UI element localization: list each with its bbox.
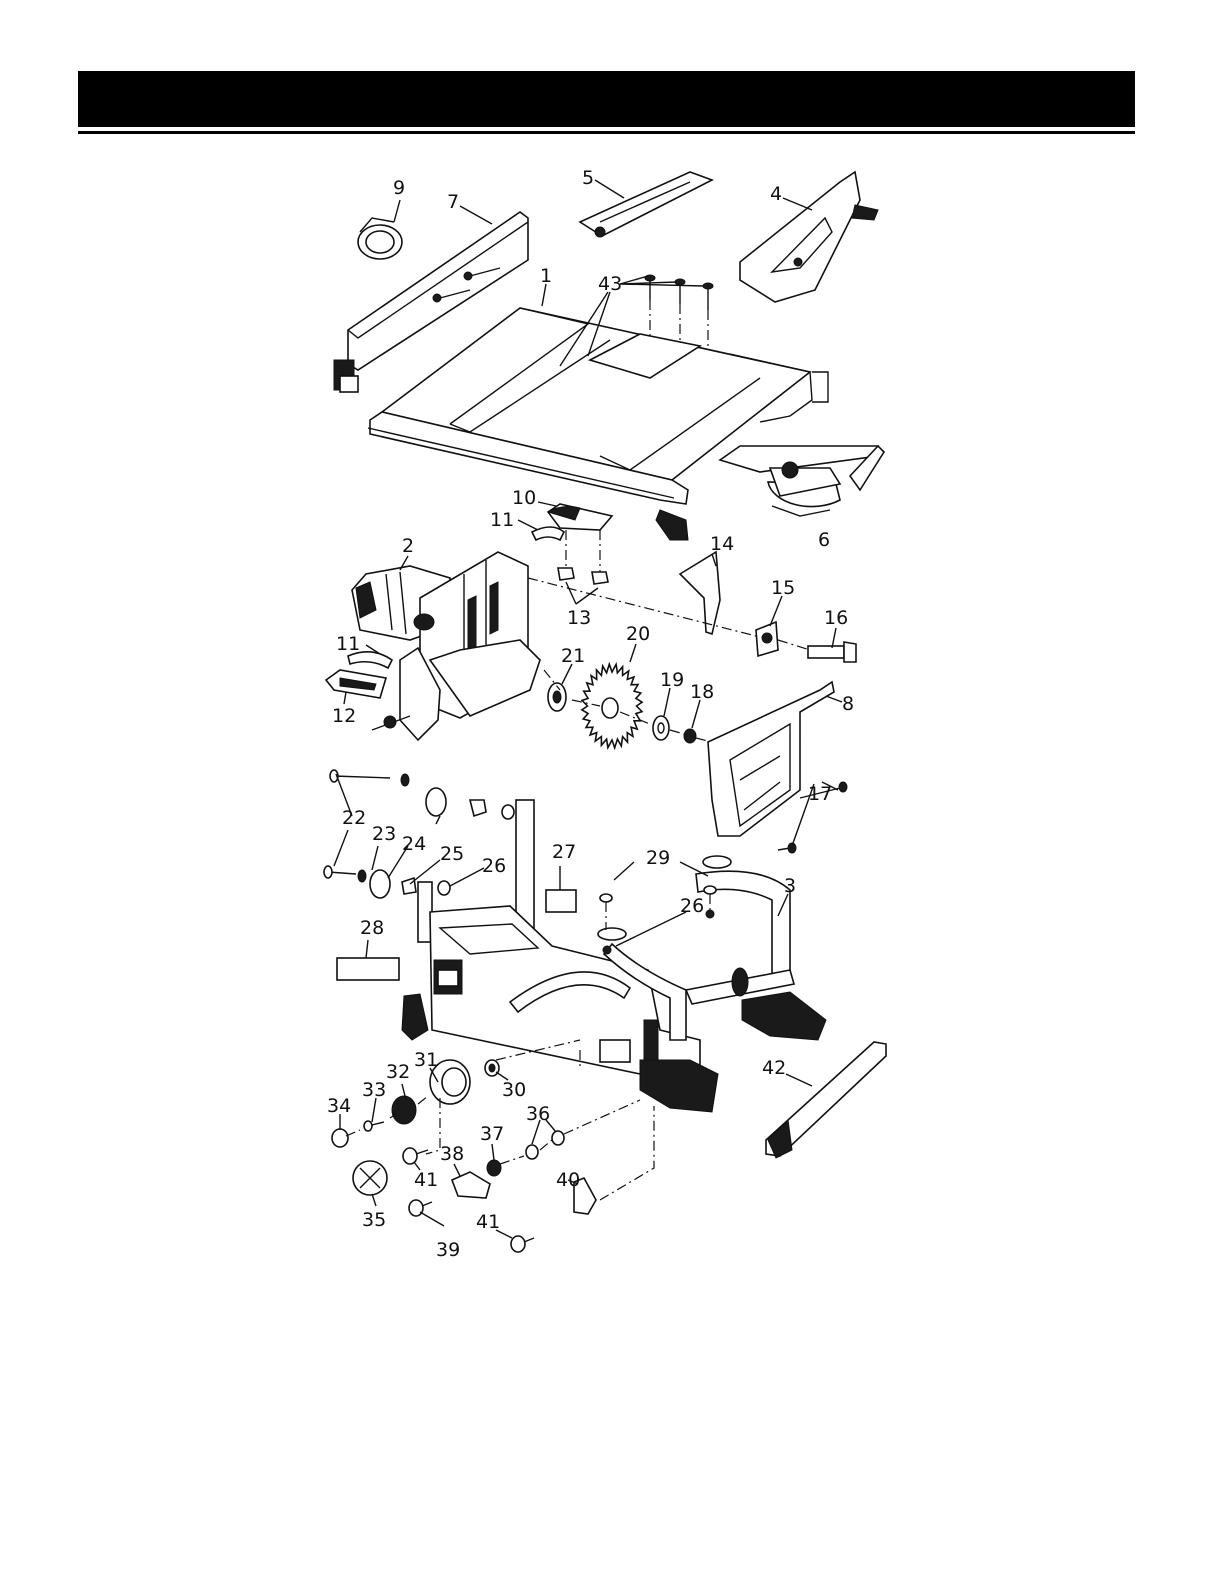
label-part-33: 33	[362, 1079, 386, 1101]
part-19-washer	[653, 716, 669, 740]
label-part-22: 22	[342, 807, 366, 829]
part-6-miter-gauge	[720, 446, 884, 516]
label-part-25: 25	[440, 843, 464, 865]
part-39-screw	[409, 1200, 432, 1216]
label-part-6: 6	[818, 529, 830, 551]
label-part-41-lower: 41	[476, 1211, 500, 1233]
part-15-clamp-plate	[756, 622, 778, 656]
label-part-34: 34	[327, 1095, 351, 1117]
part-34-cap	[332, 1129, 348, 1147]
part-5-throat-plate	[580, 172, 712, 237]
part-28-label	[337, 958, 399, 980]
label-part-10: 10	[512, 487, 536, 509]
part-38-lever	[452, 1172, 490, 1198]
part-35-dial	[353, 1161, 387, 1195]
label-part-8: 8	[842, 693, 854, 715]
label-part-12: 12	[332, 705, 356, 727]
label-part-19: 19	[660, 669, 684, 691]
label-part-28: 28	[360, 917, 384, 939]
label-part-23: 23	[372, 823, 396, 845]
label-part-17: 17	[808, 783, 832, 805]
label-part-37: 37	[480, 1123, 504, 1145]
part-12-housing-cap	[326, 670, 386, 698]
label-part-29: 29	[646, 847, 670, 869]
label-part-32: 32	[386, 1061, 410, 1083]
part-1-table-top	[368, 308, 828, 540]
part-8-blade-cover	[708, 682, 834, 836]
label-part-42: 42	[762, 1057, 786, 1079]
label-part-5: 5	[582, 167, 594, 189]
label-part-7: 7	[447, 191, 459, 213]
part-20-saw-blade	[582, 664, 642, 748]
part-9-dust-port	[358, 218, 402, 259]
label-part-24: 24	[402, 833, 426, 855]
label-part-41-upper: 41	[414, 1169, 438, 1191]
label-part-11-lower: 11	[336, 633, 360, 655]
part-10-bracket	[548, 504, 612, 530]
part-33-screw	[364, 1121, 384, 1131]
label-part-11-upper: 11	[490, 509, 514, 531]
label-part-35: 35	[362, 1209, 386, 1231]
part-37-nut	[487, 1160, 501, 1176]
part-36-washers	[526, 1131, 564, 1159]
label-part-30: 30	[502, 1079, 526, 1101]
label-part-18: 18	[690, 681, 714, 703]
label-part-16: 16	[824, 607, 848, 629]
label-part-43: 43	[598, 273, 622, 295]
part-32-knob	[392, 1096, 416, 1124]
label-part-9: 9	[393, 177, 405, 199]
label-part-13: 13	[567, 607, 591, 629]
label-part-1: 1	[540, 265, 552, 287]
label-part-36: 36	[526, 1103, 550, 1125]
label-part-20: 20	[626, 623, 650, 645]
part-2-motor-assembly	[352, 552, 540, 740]
label-part-21: 21	[561, 645, 585, 667]
label-part-31: 31	[414, 1049, 438, 1071]
label-part-26-right: 26	[680, 895, 704, 917]
label-part-15: 15	[771, 577, 795, 599]
part-41-screws	[403, 1148, 534, 1252]
part-27-label	[546, 890, 576, 912]
part-14-riving-knife	[680, 552, 720, 634]
part-4-blade-guard	[740, 172, 878, 302]
label-part-26-left: 26	[482, 855, 506, 877]
label-part-3: 3	[784, 875, 796, 897]
label-part-39: 39	[436, 1239, 460, 1261]
label-part-38: 38	[440, 1143, 464, 1165]
label-part-40: 40	[556, 1169, 580, 1191]
label-part-2: 2	[402, 535, 414, 557]
label-part-4: 4	[770, 183, 782, 205]
label-part-14: 14	[710, 533, 734, 555]
part-18-arbor-nut	[684, 729, 696, 743]
label-part-27: 27	[552, 841, 576, 863]
part-30-nut	[485, 1060, 499, 1076]
